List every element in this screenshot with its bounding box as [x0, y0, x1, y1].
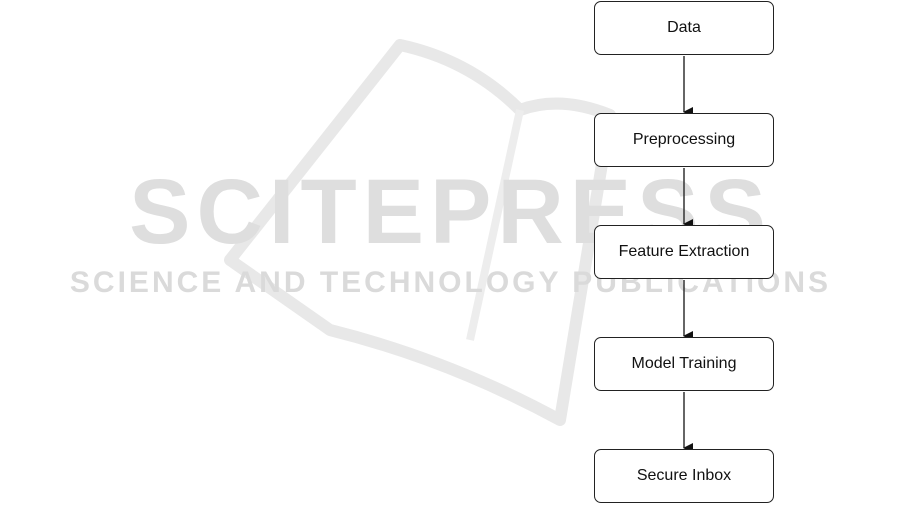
step-secure-inbox: Secure Inbox — [594, 449, 774, 503]
step-preprocessing: Preprocessing — [594, 113, 774, 167]
step-model-training: Model Training — [594, 337, 774, 391]
step-data: Data — [594, 1, 774, 55]
step-feature-extraction: Feature Extraction — [594, 225, 774, 279]
